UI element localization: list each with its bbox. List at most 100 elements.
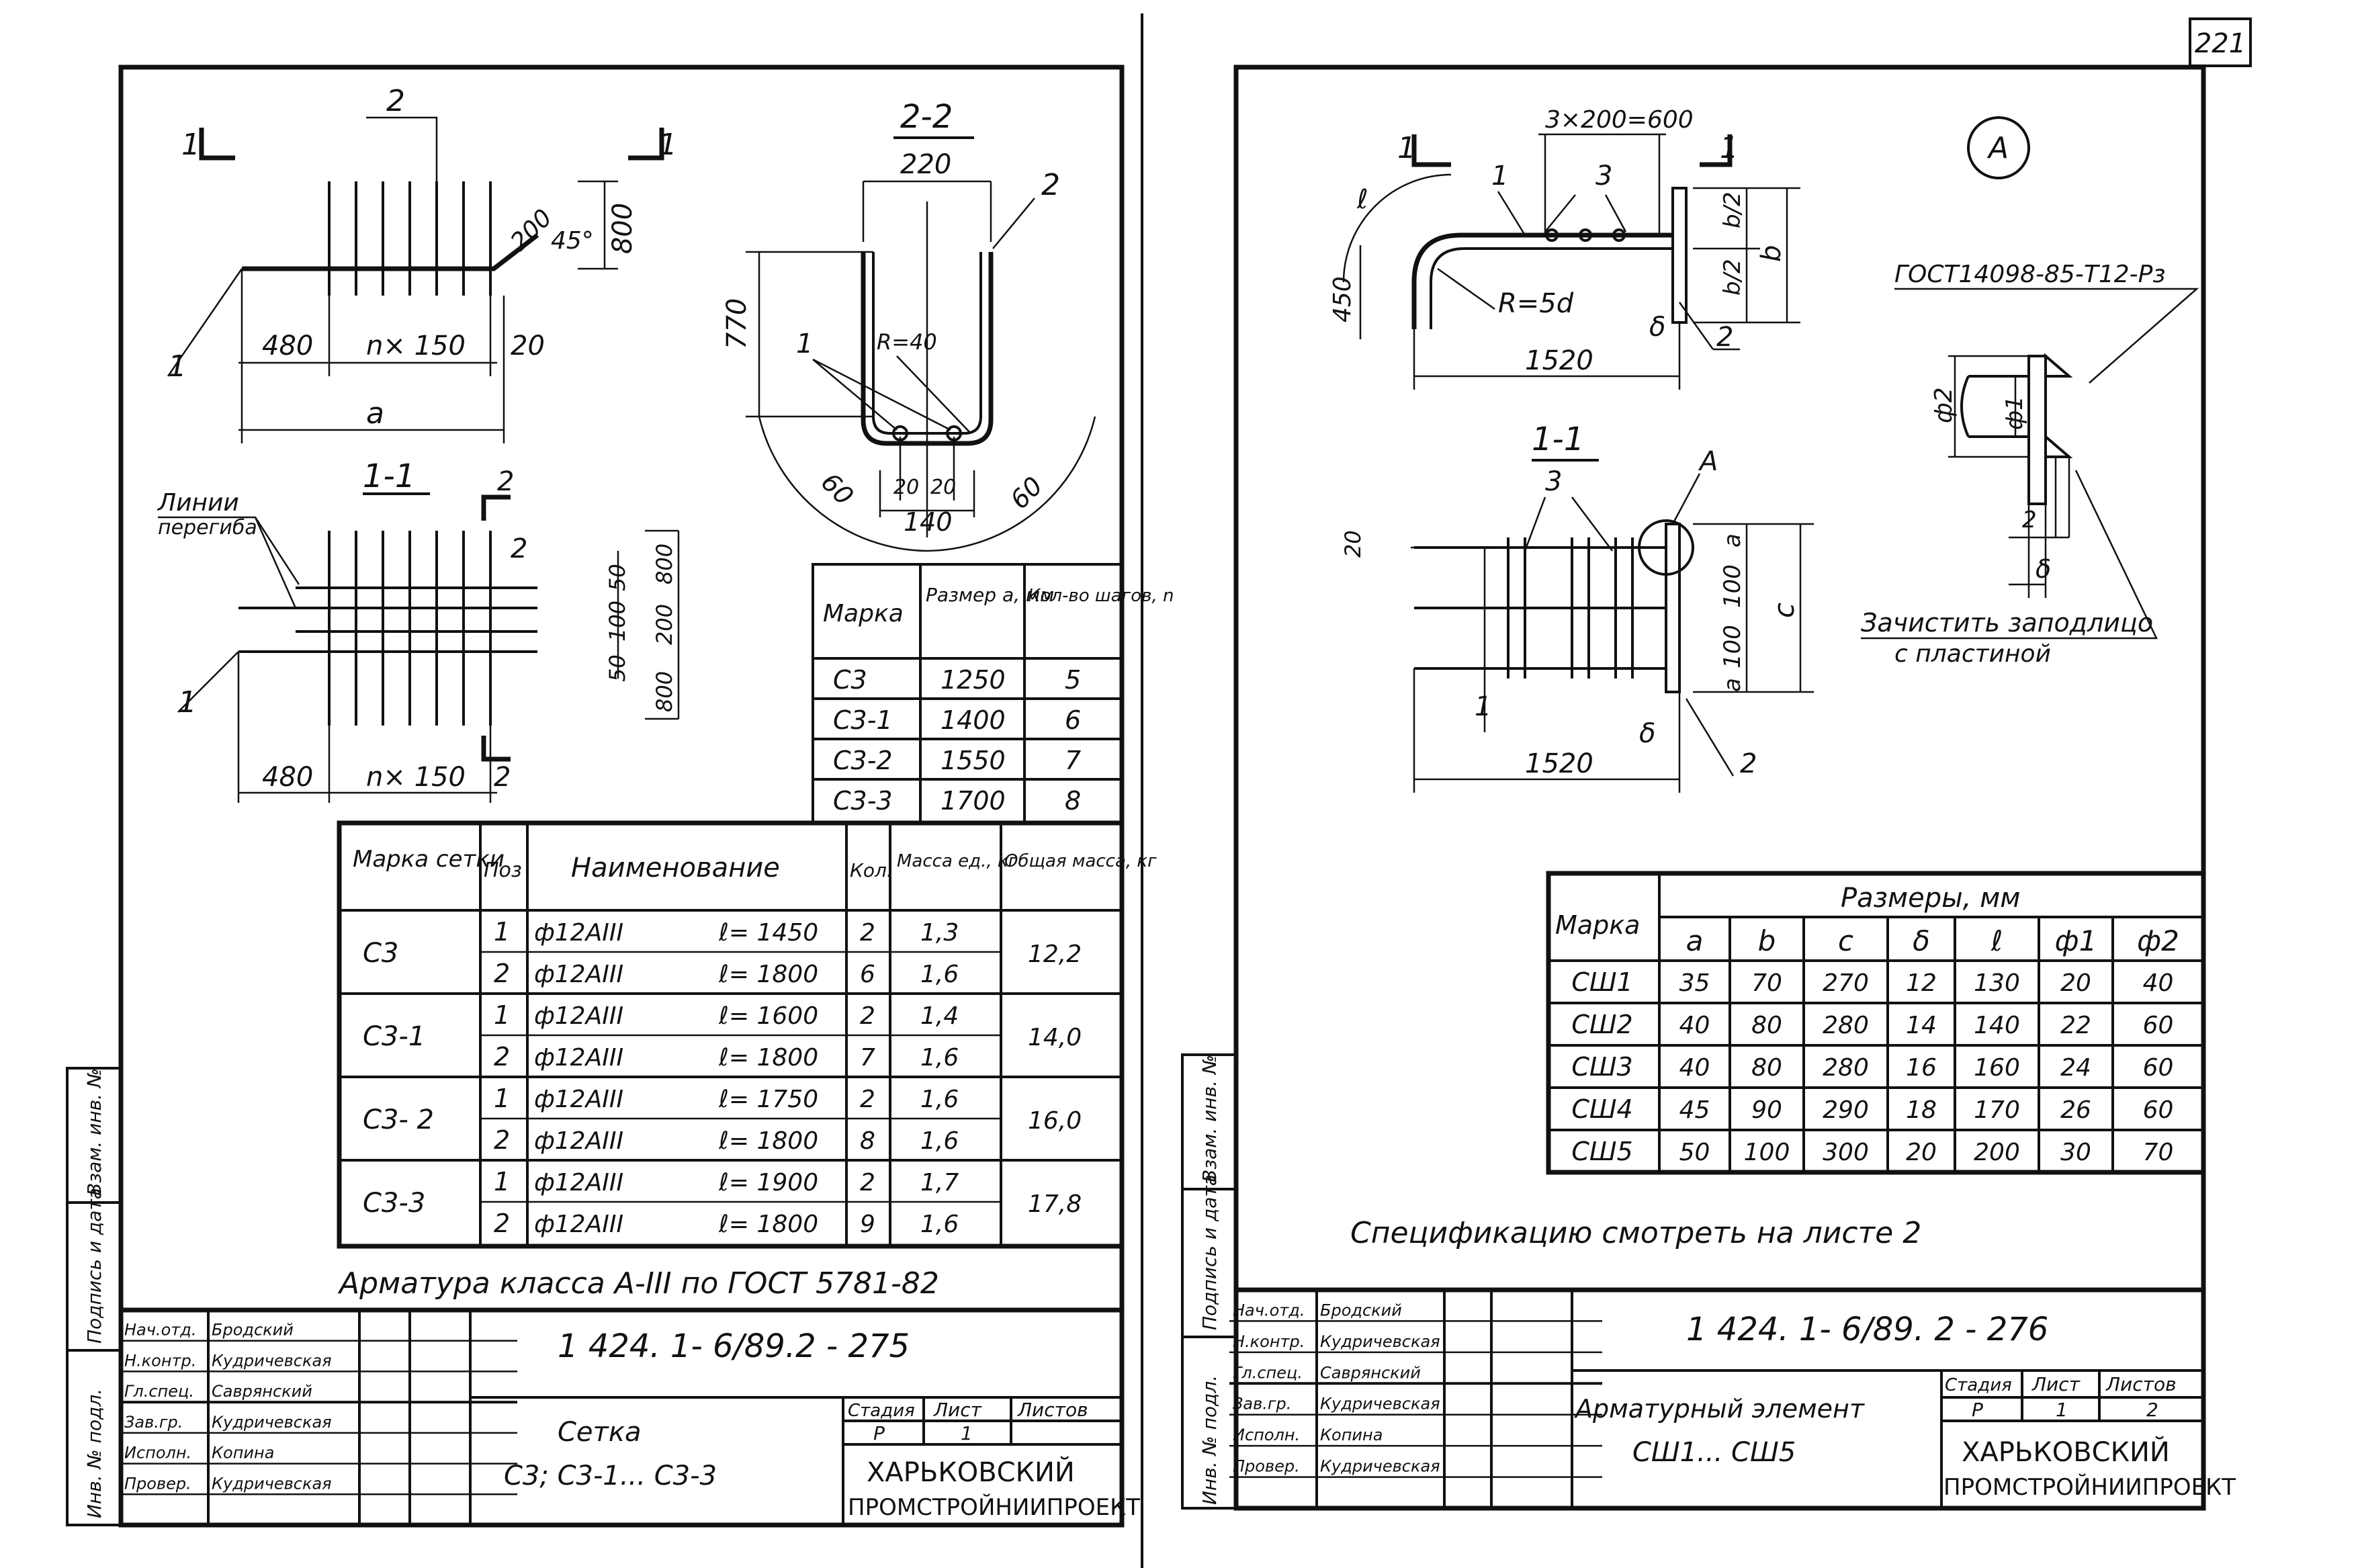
size-table-n: 6 xyxy=(1065,705,1081,735)
label: 3 xyxy=(1545,466,1562,497)
side-stamp-sign: Подпись и дата xyxy=(1198,1174,1221,1330)
spec-mark: С3-1 xyxy=(363,1021,425,1052)
label: 220 xyxy=(900,149,951,180)
spec-mass: 1,6 xyxy=(920,1211,959,1238)
size-table-mark: С3-2 xyxy=(833,746,893,775)
label: n× 150 xyxy=(366,331,466,361)
mesh-section-1-1: 1-1 Линии перегиба 2 2 1 xyxy=(157,458,680,803)
spec-pos: 1 xyxy=(494,1084,510,1113)
spec-qty: 2 xyxy=(860,1086,875,1113)
dims-value: 20 xyxy=(1906,1139,1937,1166)
label: 20 xyxy=(930,476,956,499)
rebar-note: Арматура класса А-III по ГОСТ 5781-82 xyxy=(337,1266,939,1301)
spec-qty: 2 xyxy=(860,1002,875,1030)
dims-value: 280 xyxy=(1823,1054,1869,1082)
spec-length: ℓ= 1800 xyxy=(718,961,818,988)
page-number-box: 221 xyxy=(2189,17,2252,67)
label: 2 xyxy=(386,84,405,118)
label: Зачистить заподлицо xyxy=(1861,608,2153,638)
side-stamp-inv: Инв. № подл. xyxy=(83,1389,105,1518)
label: 770 xyxy=(721,298,752,349)
label: 800 xyxy=(652,543,677,584)
label: 2 xyxy=(494,762,511,793)
spec-mass: 1,3 xyxy=(920,919,959,947)
spec-length: ℓ= 1450 xyxy=(718,919,818,947)
title-role: Гл.спец. xyxy=(1233,1363,1303,1382)
table-header: Наименование xyxy=(571,853,780,883)
spec-total: 14,0 xyxy=(1028,1024,1082,1051)
label: 450 xyxy=(1329,276,1356,322)
label: 20 xyxy=(511,331,545,361)
spec-pos: 2 xyxy=(494,959,510,988)
size-table-a: 1250 xyxy=(941,665,1006,695)
label: 480 xyxy=(262,762,313,793)
spec-length: ℓ= 1600 xyxy=(718,1002,818,1030)
dims-value: 80 xyxy=(1751,1054,1782,1082)
dims-col-header: a xyxy=(1686,924,1704,957)
spec-qty: 2 xyxy=(860,919,875,947)
dims-value: 70 xyxy=(2143,1139,2174,1166)
right-sheet: Инв. № подл. Подпись и дата Взам. инв. №… xyxy=(1181,64,2236,1511)
dims-value: 70 xyxy=(1751,969,1782,997)
dims-value: 18 xyxy=(1906,1096,1937,1124)
title-role: Провер. xyxy=(1233,1457,1300,1476)
label: 20 xyxy=(1340,530,1366,558)
label: δ xyxy=(1639,718,1655,749)
label: 2 xyxy=(1740,748,1757,779)
title-name: Кудричевская xyxy=(212,1413,332,1432)
spec-total: 12,2 xyxy=(1028,941,1082,968)
size-table-mark: С3-3 xyxy=(833,786,893,816)
size-table-mark: С3-1 xyxy=(833,705,893,735)
spec-total: 16,0 xyxy=(1028,1107,1082,1135)
stage-header: Стадия xyxy=(1945,1375,2012,1395)
label: ф2 xyxy=(1930,387,1958,423)
title-name: Кудричевская xyxy=(212,1351,332,1370)
org-name: ХАРЬКОВСКИЙ xyxy=(1962,1436,2170,1468)
label: 45° xyxy=(551,227,594,255)
dims-mark: СШ1 xyxy=(1571,967,1632,997)
spec-qty: 6 xyxy=(860,961,875,988)
org-name: ХАРЬКОВСКИЙ xyxy=(867,1456,1075,1488)
table-header: Поз xyxy=(484,859,522,882)
label: 2 xyxy=(511,533,527,564)
label: 60 xyxy=(1004,471,1048,515)
label: 100 xyxy=(1719,625,1746,668)
spec-name: ф12АIII xyxy=(534,961,623,988)
right-side-stamp: Инв. № подл. Подпись и дата Взам. инв. № xyxy=(1181,1053,1237,1510)
spec-mass: 1,6 xyxy=(920,961,959,988)
dims-value: 60 xyxy=(2143,1012,2174,1039)
element-side-view: 1 1 3×200=600 1 3 ℓ 450 R=5d xyxy=(1329,106,1800,390)
dims-col-header: ℓ xyxy=(1991,924,2003,957)
title-role: Зав.гр. xyxy=(1233,1395,1291,1413)
label: 1 xyxy=(1475,691,1491,722)
dims-value: 30 xyxy=(2060,1139,2091,1166)
label: 2 xyxy=(1716,322,1733,353)
spec-qty: 2 xyxy=(860,1169,875,1196)
section-title: 2-2 xyxy=(900,98,953,136)
spec-qty: 8 xyxy=(860,1127,875,1155)
label: 2 xyxy=(497,466,514,497)
spec-total: 17,8 xyxy=(1028,1190,1082,1218)
sheets-header: Листов xyxy=(2105,1373,2177,1395)
dims-value: 140 xyxy=(1974,1012,2020,1039)
label: 2 xyxy=(2022,507,2037,533)
org-name-2: ПРОМСТРОЙНИИПРОЕКТ xyxy=(848,1493,1140,1521)
label: 200 xyxy=(505,204,558,257)
section-title: 1-1 xyxy=(363,458,415,495)
org-name-2: ПРОМСТРОЙНИИПРОЕКТ xyxy=(1943,1473,2236,1501)
stage-header: Стадия xyxy=(848,1401,915,1421)
spec-mass: 1,6 xyxy=(920,1086,959,1113)
dims-value: 24 xyxy=(2060,1054,2091,1082)
label: 1 xyxy=(178,685,197,720)
spec-pos: 2 xyxy=(494,1042,510,1072)
label: 2 xyxy=(1041,168,1060,202)
spec-mark: С3 xyxy=(363,938,398,969)
drawing-subtitle: СШ1... СШ5 xyxy=(1632,1437,1796,1468)
table-header: Марка xyxy=(1555,910,1640,940)
page-number: 221 xyxy=(2195,28,2246,59)
label: 50 xyxy=(605,564,630,591)
spec-name: ф12АIII xyxy=(534,1044,623,1072)
title-name: Саврянский xyxy=(212,1382,312,1401)
side-stamp-replace: Взам. инв. № xyxy=(83,1068,105,1196)
dims-value: 170 xyxy=(1974,1096,2020,1124)
